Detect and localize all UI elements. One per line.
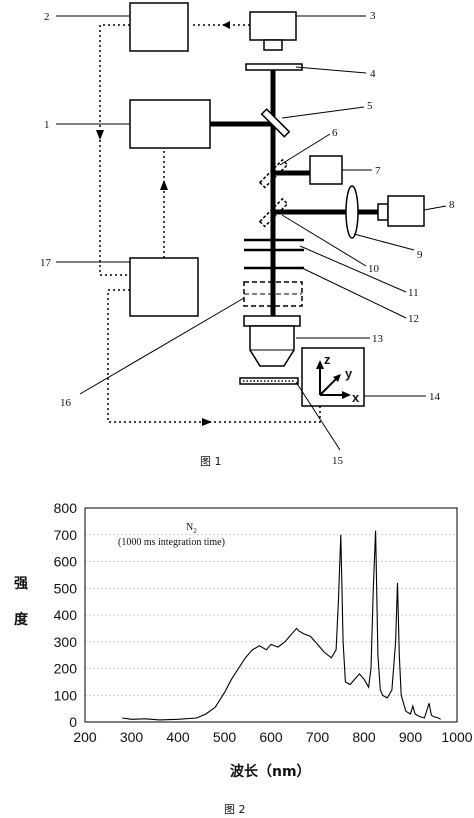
label-11: 11 <box>408 287 419 299</box>
spectrometer-8 <box>387 195 425 227</box>
leader-5 <box>281 106 365 119</box>
box-7 <box>309 155 343 185</box>
leader-4 <box>295 66 367 74</box>
leader-15 <box>295 381 341 451</box>
leader-9 <box>353 233 415 251</box>
annotation-time: (1000 ms integration time) <box>118 537 225 548</box>
leader-10 <box>281 214 367 267</box>
camera-3-lens <box>263 39 283 51</box>
label-16: 16 <box>60 397 72 409</box>
label-6: 6 <box>332 127 338 139</box>
stage-axis-x-head <box>342 391 351 399</box>
x-tick-label-900: 900 <box>399 729 423 745</box>
signal-line-17-14 <box>107 289 321 423</box>
mirror-5 <box>260 108 291 138</box>
x-tick-label-400: 400 <box>166 729 190 745</box>
label-4: 4 <box>370 68 376 80</box>
stage-axis-y-head <box>333 374 341 382</box>
figure-2-caption: 图 2 <box>224 803 246 816</box>
label-12: 12 <box>408 313 419 325</box>
y-tick-label-500: 500 <box>54 580 78 596</box>
y-tick-label-100: 100 <box>54 687 78 703</box>
x-axis-ticks: 200 300 400 500 600 700 800 900 1000 <box>73 729 472 745</box>
arrow-down-left <box>96 130 104 140</box>
arrow-right-bottom <box>202 418 212 426</box>
label-14: 14 <box>429 391 441 403</box>
y-tick-label-600: 600 <box>54 554 78 570</box>
arrow-up-17-1 <box>160 180 168 190</box>
filter-4 <box>245 63 303 71</box>
figure-1-schematic: z y x 1 2 3 4 5 6 7 8 9 10 11 12 13 14 1… <box>40 2 455 468</box>
x-tick-label-300: 300 <box>120 729 144 745</box>
leader-6 <box>279 133 331 166</box>
series-line-n2-spectrum <box>122 530 441 721</box>
x-tick-label-200: 200 <box>73 729 97 745</box>
label-9: 9 <box>417 249 423 261</box>
lens-9 <box>345 185 359 239</box>
y-tick-label-300: 300 <box>54 634 78 650</box>
chart-grid <box>85 534 457 696</box>
stage-axis-z-head <box>316 360 324 369</box>
y-tick-label-400: 400 <box>54 607 78 623</box>
label-7: 7 <box>375 165 381 177</box>
label-2: 2 <box>44 11 50 23</box>
y-axis-ticks: 0 100 200 300 400 500 600 700 800 <box>54 500 78 730</box>
plot-frame <box>84 507 458 723</box>
y-tick-label-700: 700 <box>54 527 78 543</box>
stage-x-label: x <box>352 390 360 405</box>
label-13: 13 <box>372 333 384 345</box>
box-2 <box>129 2 189 52</box>
label-5: 5 <box>367 100 373 112</box>
x-tick-label-1000: 1000 <box>441 729 472 745</box>
label-1: 1 <box>44 119 50 131</box>
leader-8 <box>423 205 447 211</box>
stage-y-label: y <box>345 366 353 381</box>
figure-1-caption: 图 1 <box>200 455 222 468</box>
label-8: 8 <box>449 199 455 211</box>
y-tick-label-200: 200 <box>54 661 78 677</box>
y-tick-label-800: 800 <box>54 500 78 516</box>
signal-line-2-17 <box>99 24 130 276</box>
leader-16 <box>79 297 245 395</box>
stage-z-label: z <box>324 352 331 367</box>
label-17: 17 <box>40 257 52 269</box>
x-axis-label: 波长（nm） <box>230 763 311 780</box>
leader-12 <box>301 267 407 319</box>
y-axis-label-char-1: 强 <box>14 576 28 592</box>
y-tick-label-0: 0 <box>69 714 77 730</box>
x-tick-label-700: 700 <box>306 729 330 745</box>
leader-11 <box>299 245 407 293</box>
series-group <box>122 530 441 721</box>
controller-17 <box>129 257 199 317</box>
annotation-gas: N2 <box>186 522 197 535</box>
mirror-10 <box>258 197 289 228</box>
x-tick-label-500: 500 <box>213 729 237 745</box>
label-10: 10 <box>368 263 380 275</box>
arrow-3-2 <box>222 21 230 29</box>
y-axis-label-char-2: 度 <box>14 611 29 628</box>
stage-axis-y <box>319 377 338 396</box>
label-3: 3 <box>370 10 376 22</box>
label-15: 15 <box>332 455 344 467</box>
x-tick-label-800: 800 <box>352 729 376 745</box>
x-tick-label-600: 600 <box>259 729 283 745</box>
